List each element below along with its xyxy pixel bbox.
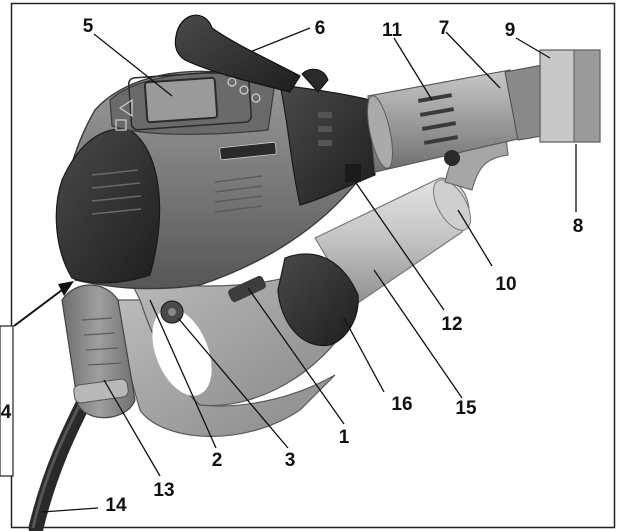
- vent-slot: [214, 185, 263, 193]
- trigger-switch: [228, 275, 266, 303]
- leader-line-10: [457, 209, 493, 267]
- air-slot: [421, 121, 457, 131]
- vent-slot: [91, 169, 139, 176]
- callout-2: 2: [212, 450, 223, 471]
- callout-5: 5: [83, 16, 94, 37]
- housing-front-panel: [55, 128, 161, 284]
- barrel-tube: [314, 177, 470, 306]
- callout-6: 6: [315, 18, 326, 39]
- main-housing: [55, 69, 376, 290]
- leader-line-16: [343, 317, 385, 393]
- arrow-head: [58, 281, 74, 296]
- control-buttons: [115, 77, 261, 131]
- vent-slot: [214, 195, 263, 203]
- callout-15: 15: [455, 398, 477, 419]
- button-circle-icon: [251, 93, 261, 103]
- leader-line-15: [373, 269, 463, 399]
- brand-badge: [219, 141, 277, 161]
- side-tab-box: [0, 325, 14, 477]
- grip-ridge: [83, 332, 116, 336]
- leader-line-11: [393, 37, 433, 101]
- leader-line-13: [103, 379, 161, 477]
- vent-slot: [214, 175, 263, 183]
- display-screen: [143, 76, 219, 124]
- leader-line-3: [177, 317, 289, 449]
- motor-band: [277, 253, 359, 347]
- vent-slot: [91, 195, 142, 202]
- cable-highlight: [31, 399, 84, 529]
- display-bezel: [127, 69, 253, 131]
- leader-line-1: [247, 287, 345, 425]
- barrel-slots: [417, 93, 459, 145]
- grip-ridges: [81, 317, 122, 366]
- callout-10: 10: [495, 274, 516, 295]
- barrel-end: [432, 179, 472, 231]
- aux-handle-rear: [301, 68, 329, 93]
- callout-3: 3: [285, 450, 296, 471]
- leader-line-14: [41, 507, 99, 513]
- aux-handle-grip: [174, 14, 301, 93]
- leader-line-12: [353, 179, 445, 311]
- vent-slot: [91, 208, 142, 215]
- pointer-arrow: [13, 281, 74, 327]
- collar-fin: [318, 112, 332, 118]
- callout-13: 13: [153, 480, 174, 501]
- callout-1: 1: [339, 427, 350, 448]
- grip-ridge: [87, 362, 122, 366]
- vent-slot: [214, 205, 263, 213]
- leader-line-7: [445, 31, 501, 89]
- callout-numbers: 1 2 3 4 5 6 7 8 9 10 11 12 13 14 15 16: [1, 16, 584, 516]
- callout-16: 16: [391, 394, 412, 415]
- air-slot: [423, 135, 459, 145]
- leader-line-9: [515, 37, 551, 59]
- callout-12: 12: [441, 314, 462, 335]
- grip-ridge: [85, 347, 119, 351]
- welding-shoe-face: [573, 49, 601, 143]
- callout-4: 4: [1, 402, 12, 423]
- callout-11: 11: [382, 20, 403, 41]
- button-circle-icon: [239, 85, 249, 95]
- callout-7: 7: [439, 18, 450, 39]
- side-vents: [214, 175, 263, 213]
- barrel-ring: [367, 95, 393, 169]
- handle-opening: [152, 308, 212, 396]
- airflow-knob-center: [168, 308, 176, 316]
- air-slot: [417, 93, 453, 103]
- vent-slot: [91, 182, 141, 189]
- collar-fin: [318, 140, 332, 146]
- air-slot: [419, 107, 455, 117]
- leader-line-5: [93, 33, 173, 97]
- leader-line-2: [149, 299, 217, 449]
- thumb-screw: [444, 150, 460, 166]
- hot-air-barrel: [367, 49, 601, 173]
- grip-ridge: [81, 317, 113, 321]
- button-arrow-icon: [118, 98, 133, 118]
- callout-8: 8: [573, 216, 584, 237]
- adjust-switch: [345, 164, 361, 182]
- button-circle-icon: [227, 77, 237, 87]
- leader-line-6: [249, 27, 311, 53]
- callout-9: 9: [505, 20, 516, 41]
- button-square-icon: [115, 119, 127, 131]
- arrow-shaft: [13, 289, 63, 327]
- collar-fins: [318, 112, 332, 146]
- callout-14: 14: [105, 495, 127, 516]
- leader-lines: [41, 27, 577, 513]
- auxiliary-handle: [174, 14, 329, 93]
- front-vents: [91, 169, 142, 215]
- extruder-barrel: [277, 127, 509, 347]
- collar-fin: [318, 126, 332, 132]
